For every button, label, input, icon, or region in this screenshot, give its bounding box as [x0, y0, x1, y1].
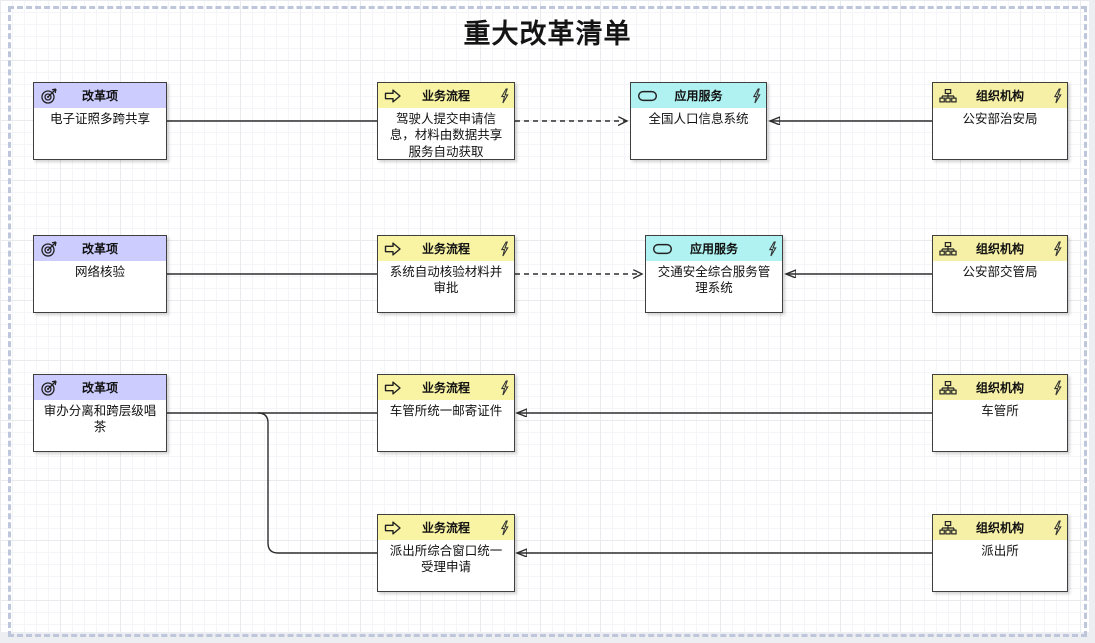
node-organization-1[interactable]: 组织机构 公安部治安局: [932, 82, 1068, 160]
org-hierarchy-icon: [939, 241, 957, 256]
stadium-icon: [652, 243, 673, 254]
node-type-label: 改革项: [81, 89, 118, 103]
node-body-text: 电子证照多跨共享: [49, 112, 150, 126]
node-business-process-4[interactable]: 业务流程 派出所综合窗口统一受理申请: [377, 514, 515, 592]
node-type-label: 改革项: [81, 381, 118, 395]
node-header: 组织机构: [933, 375, 1067, 400]
node-header: 组织机构: [933, 515, 1067, 540]
node-body-text: 系统自动核验材料并审批: [389, 265, 503, 296]
node-header: 应用服务: [631, 83, 766, 108]
target-icon: [40, 240, 59, 257]
node-type-label: 应用服务: [674, 89, 723, 103]
node-body-text: 网络核验: [74, 265, 125, 279]
lightning-icon: [500, 380, 509, 395]
node-type-label: 组织机构: [975, 521, 1024, 535]
node-body-text: 驾驶人提交申请信息，材料由数据共享服务自动获取: [389, 112, 503, 159]
node-business-process-3[interactable]: 业务流程 车管所统一邮寄证件: [377, 374, 515, 452]
node-header: 业务流程: [378, 236, 514, 261]
node-type-label: 组织机构: [975, 381, 1024, 395]
node-type-label: 组织机构: [975, 89, 1024, 103]
node-header: 业务流程: [378, 83, 514, 108]
diagram-title: 重大改革清单: [463, 19, 632, 49]
node-type-label: 组织机构: [975, 242, 1024, 256]
node-body-text: 交通安全综合服务管理系统: [657, 265, 771, 296]
block-arrow-icon: [384, 520, 402, 535]
lightning-icon: [500, 88, 509, 103]
lightning-icon: [1053, 88, 1062, 103]
lightning-icon: [752, 88, 761, 103]
node-type-label: 业务流程: [421, 381, 470, 395]
edge-reform3-process4[interactable]: [257, 412, 377, 554]
node-header: 组织机构: [933, 236, 1067, 261]
node-business-process-1[interactable]: 业务流程 驾驶人提交申请信息，材料由数据共享服务自动获取: [377, 82, 515, 160]
target-icon: [40, 87, 59, 104]
node-reform-item-1[interactable]: 改革项 电子证照多跨共享: [33, 82, 167, 160]
lightning-icon: [1053, 380, 1062, 395]
block-arrow-icon: [384, 88, 402, 103]
node-body-text: 车管所统一邮寄证件: [389, 404, 503, 418]
node-body-text: 审办分离和跨层级唱茶: [43, 404, 157, 435]
block-arrow-icon: [384, 380, 402, 395]
node-application-service-2[interactable]: 应用服务 交通安全综合服务管理系统: [645, 235, 783, 313]
node-reform-item-3[interactable]: 改革项 审办分离和跨层级唱茶: [33, 374, 167, 452]
node-header: 改革项: [34, 236, 166, 261]
node-header: 改革项: [34, 375, 166, 400]
org-hierarchy-icon: [939, 88, 957, 103]
node-business-process-2[interactable]: 业务流程 系统自动核验材料并审批: [377, 235, 515, 313]
node-organization-3[interactable]: 组织机构 车管所: [932, 374, 1068, 452]
org-hierarchy-icon: [939, 520, 957, 535]
node-type-label: 应用服务: [689, 242, 738, 256]
node-body-text: 车管所: [981, 404, 1019, 418]
node-organization-4[interactable]: 组织机构 派出所: [932, 514, 1068, 592]
node-type-label: 业务流程: [421, 521, 470, 535]
node-header: 业务流程: [378, 515, 514, 540]
node-body-text: 公安部治安局: [962, 112, 1038, 126]
node-body-text: 公安部交管局: [962, 265, 1038, 279]
page-background: [0, 0, 1089, 632]
block-arrow-icon: [384, 241, 402, 256]
node-organization-2[interactable]: 组织机构 公安部交管局: [932, 235, 1068, 313]
node-body-text: 全国人口信息系统: [648, 112, 749, 126]
node-type-label: 改革项: [81, 242, 118, 256]
lightning-icon: [1053, 241, 1062, 256]
lightning-icon: [768, 241, 777, 256]
target-icon: [40, 379, 59, 396]
node-header: 业务流程: [378, 375, 514, 400]
node-application-service-1[interactable]: 应用服务 全国人口信息系统: [630, 82, 767, 160]
node-body-text: 派出所: [981, 544, 1019, 558]
org-hierarchy-icon: [939, 380, 957, 395]
lightning-icon: [500, 520, 509, 535]
node-type-label: 业务流程: [421, 242, 470, 256]
lightning-icon: [500, 241, 509, 256]
node-header: 改革项: [34, 83, 166, 108]
node-header: 应用服务: [646, 236, 782, 261]
node-reform-item-2[interactable]: 改革项 网络核验: [33, 235, 167, 313]
node-header: 组织机构: [933, 83, 1067, 108]
lightning-icon: [1053, 520, 1062, 535]
node-body-text: 派出所综合窗口统一受理申请: [389, 544, 503, 575]
node-type-label: 业务流程: [421, 89, 470, 103]
stadium-icon: [637, 90, 658, 101]
